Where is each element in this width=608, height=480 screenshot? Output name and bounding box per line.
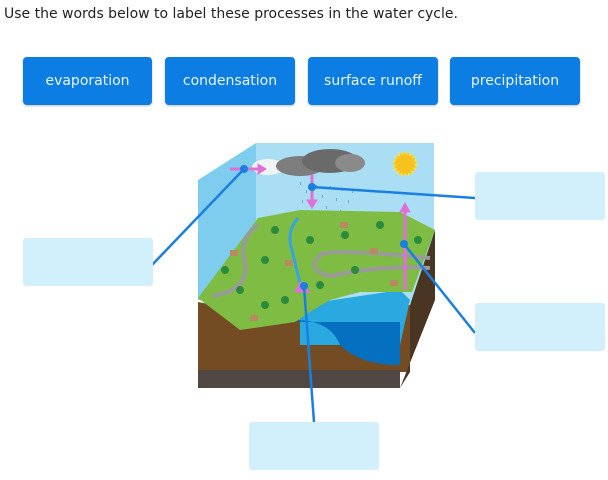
cloud-icon xyxy=(252,149,365,176)
arrowhead xyxy=(306,199,318,209)
word-condensation[interactable]: condensation xyxy=(165,57,295,105)
drop-zone-runoff[interactable] xyxy=(249,422,379,470)
road xyxy=(312,250,431,279)
drop-zone-condensation[interactable] xyxy=(23,238,153,286)
road xyxy=(211,223,260,298)
houses xyxy=(230,222,398,321)
leader-lines xyxy=(151,168,476,423)
word-surface-runoff[interactable]: surface runoff xyxy=(308,57,438,105)
word-evaporation[interactable]: evaporation xyxy=(23,57,152,105)
leader-dots xyxy=(240,165,408,290)
river xyxy=(288,217,304,293)
drop-zone-precipitation[interactable] xyxy=(475,172,605,220)
trees xyxy=(221,221,422,309)
drop-zone-evaporation[interactable] xyxy=(475,303,605,351)
arrowhead xyxy=(257,163,267,175)
lake-depth xyxy=(295,320,400,365)
word-precipitation[interactable]: precipitation xyxy=(450,57,580,105)
sun-icon xyxy=(392,151,418,177)
arrowhead xyxy=(399,201,411,213)
instruction-text: Use the words below to label these proce… xyxy=(4,6,458,22)
bedrock-layer xyxy=(198,370,400,388)
